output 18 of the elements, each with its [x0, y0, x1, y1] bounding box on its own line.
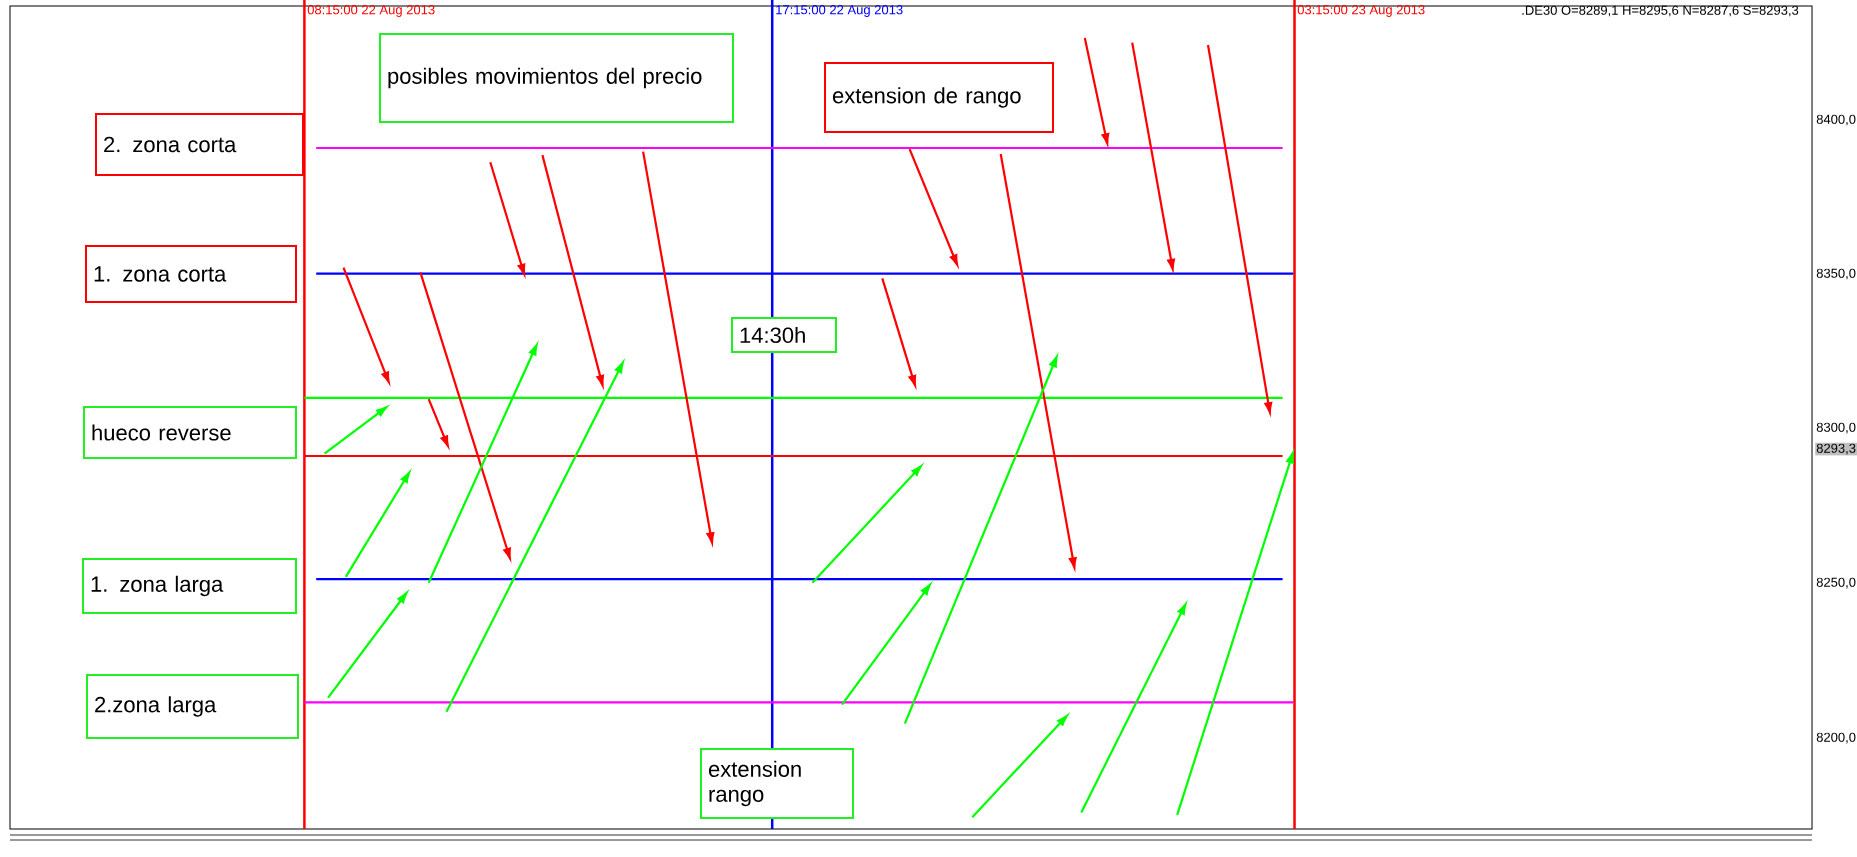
- price-info: .DE30 O=8289,1 H=8295,6 N=8287,6 S=8293,3: [1522, 5, 1799, 17]
- axis-label: 8200,0: [1816, 732, 1856, 744]
- axis-label: 8250,0: [1816, 577, 1856, 589]
- time-label: 17:15:00 22 Aug 2013: [776, 5, 903, 17]
- label-box: 2.zona larga: [86, 674, 299, 739]
- label-box: extension rango: [700, 748, 854, 819]
- label-box: 14:30h: [731, 317, 837, 353]
- label-box: extension de rango: [824, 62, 1054, 133]
- time-label: 08:15:00 22 Aug 2013: [307, 5, 435, 17]
- label-box: hueco reverse: [83, 406, 297, 459]
- label-box: 1. zona corta: [85, 245, 297, 303]
- axis-label: 8400,0: [1816, 114, 1856, 126]
- axis-label: 8350,0: [1816, 268, 1856, 280]
- label-box: 2. zona corta: [95, 113, 304, 176]
- axis-label: 8300,0: [1816, 422, 1856, 434]
- time-label: 03:15:00 23 Aug 2013: [1297, 5, 1425, 17]
- label-box: posibles movimientos del precio: [379, 33, 734, 123]
- label-box: 1. zona larga: [82, 558, 297, 614]
